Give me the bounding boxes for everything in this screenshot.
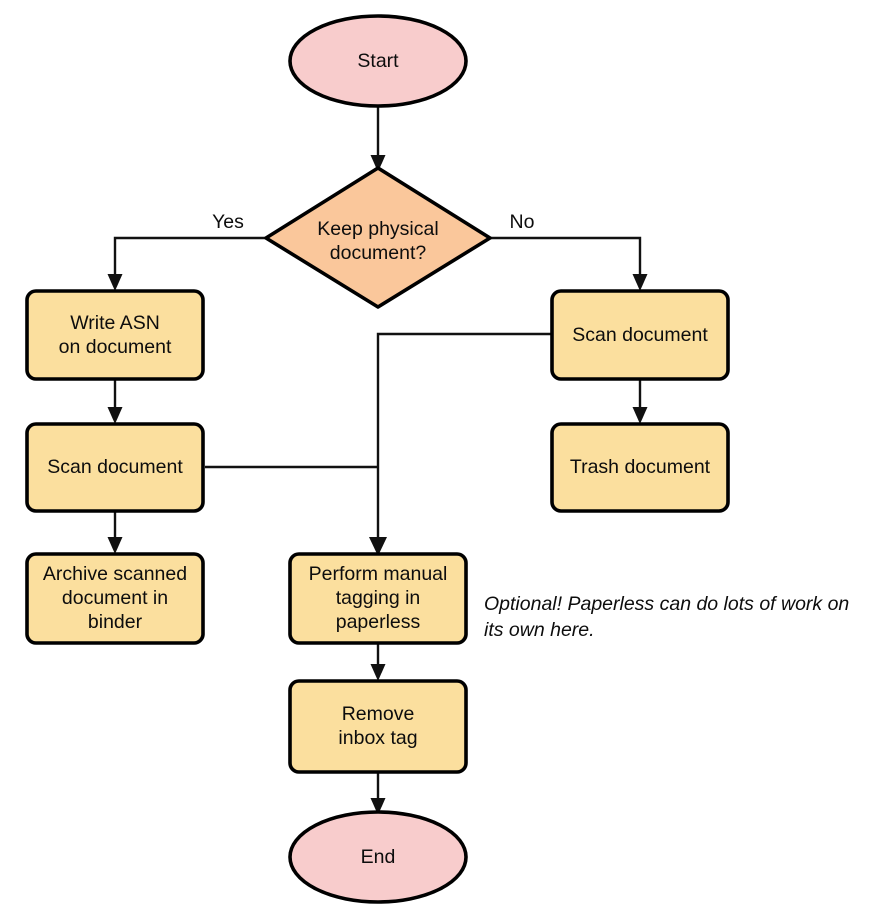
edge-remove-inbox-to-end xyxy=(370,772,386,815)
node-label-scan-right: Scan document xyxy=(572,324,708,346)
arrowhead-icon xyxy=(632,274,648,291)
node-trash-document[interactable]: Trash document xyxy=(550,422,730,513)
start-terminal-shape[interactable] xyxy=(288,14,468,108)
edge-manual-tagging-to-remove-inbox xyxy=(370,642,386,681)
arrowhead-icon xyxy=(370,798,386,815)
node-label-trash: Trash document xyxy=(570,456,711,478)
manual-tagging-box-shape[interactable] xyxy=(288,552,468,645)
edge-decision-to-scan-right: No xyxy=(490,211,648,291)
trash-box-shape[interactable] xyxy=(550,422,730,513)
node-scan-document-right[interactable]: Scan document xyxy=(550,289,730,381)
edge-label-yes: Yes xyxy=(212,211,244,233)
edge-label-no: No xyxy=(510,211,535,233)
node-scan-document-left[interactable]: Scan document xyxy=(25,422,205,513)
edge-scan-left-to-archive xyxy=(107,511,123,554)
node-label-archive-line3: binder xyxy=(88,611,143,633)
remove-inbox-box-shape[interactable] xyxy=(288,679,468,774)
node-label-manual-tagging-line3: paperless xyxy=(336,611,421,633)
arrowhead-icon xyxy=(107,407,123,424)
node-label-write-asn-line1: Write ASN xyxy=(70,312,160,334)
annotation-optional-note: Optional! Paperless can do lots of work … xyxy=(484,593,849,641)
arrowhead-icon xyxy=(370,664,386,681)
node-start[interactable]: Start xyxy=(288,14,468,108)
edge-write-asn-to-scan-left xyxy=(107,379,123,424)
node-label-keep-physical-line1: Keep physical xyxy=(317,218,438,240)
node-label-manual-tagging-line1: Perform manual xyxy=(309,563,448,585)
node-label-keep-physical-line2: document? xyxy=(330,242,427,264)
arrowhead-icon xyxy=(632,407,648,424)
edge-start-to-decision xyxy=(370,104,386,172)
edge-scan-right-to-trash xyxy=(632,379,648,424)
arrowhead-icon xyxy=(107,537,123,554)
annotation-line-1: Optional! Paperless can do lots of work … xyxy=(484,593,849,615)
archive-binder-box-shape[interactable] xyxy=(25,552,205,645)
node-label-remove-inbox-line1: Remove xyxy=(342,703,415,725)
node-label-remove-inbox-line2: inbox tag xyxy=(338,727,417,749)
node-end[interactable]: End xyxy=(288,810,468,904)
node-label-archive-line1: Archive scanned xyxy=(43,563,187,585)
edge-scan-right-to-manual-tagging xyxy=(369,332,552,556)
scan-right-box-shape[interactable] xyxy=(550,289,730,381)
node-archive-binder[interactable]: Archive scanned document in binder xyxy=(25,552,205,645)
node-label-end: End xyxy=(361,846,396,868)
node-label-start: Start xyxy=(357,50,399,72)
node-label-write-asn-line2: on document xyxy=(59,336,172,358)
annotation-line-2: its own here. xyxy=(484,619,595,641)
scan-left-box-shape[interactable] xyxy=(25,422,205,513)
end-terminal-shape[interactable] xyxy=(288,810,468,904)
node-label-manual-tagging-line2: tagging in xyxy=(336,587,421,609)
node-label-scan-left: Scan document xyxy=(47,456,183,478)
node-label-archive-line2: document in xyxy=(62,587,168,609)
node-remove-inbox-tag[interactable]: Remove inbox tag xyxy=(288,679,468,774)
arrowhead-icon xyxy=(370,155,386,172)
write-asn-box-shape[interactable] xyxy=(25,289,205,381)
node-manual-tagging[interactable]: Perform manual tagging in paperless xyxy=(288,552,468,645)
edge-decision-to-write-asn: Yes xyxy=(107,211,265,291)
arrowhead-icon xyxy=(107,274,123,291)
node-keep-physical-decision[interactable]: Keep physical document? xyxy=(264,166,492,309)
node-write-asn[interactable]: Write ASN on document xyxy=(25,289,205,381)
decision-diamond-shape[interactable] xyxy=(264,166,492,309)
arrowhead-icon xyxy=(369,537,387,556)
